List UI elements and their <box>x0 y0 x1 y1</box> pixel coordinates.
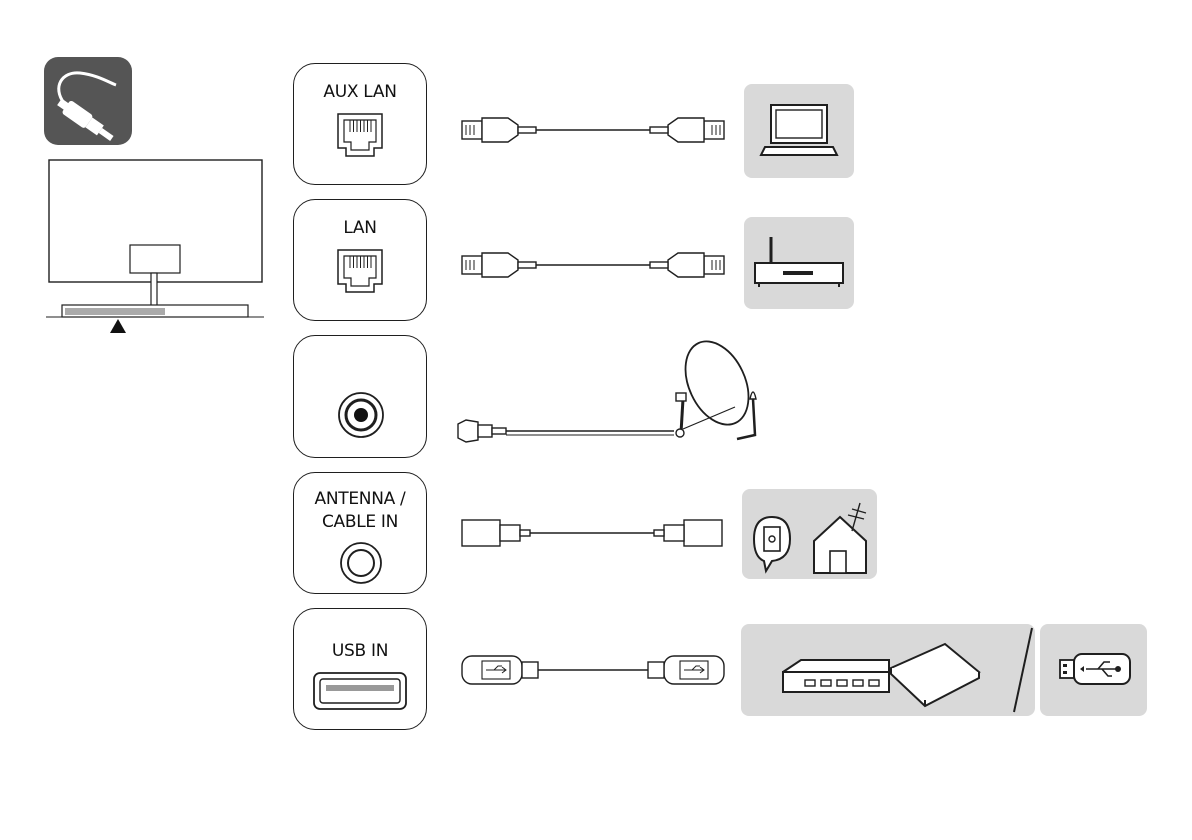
tv-rear-illustration <box>46 157 266 337</box>
usb-flash-drive-icon <box>1058 650 1134 690</box>
satellite-port-box <box>293 335 427 458</box>
usb-cable <box>458 650 728 690</box>
antenna-panel <box>742 489 877 579</box>
external-ssd-icon <box>885 638 985 708</box>
ethernet-port-icon <box>336 248 384 296</box>
port-location-marker <box>110 319 126 333</box>
satellite-f-connector-port-icon <box>336 390 386 440</box>
cable-connection-icon <box>44 57 132 145</box>
aux-lan-port-box: AUX LAN <box>293 63 427 185</box>
or-separator-slash <box>1008 626 1038 716</box>
antenna-label-line1: ANTENNA / <box>294 487 426 511</box>
ethernet-port-icon <box>336 112 384 160</box>
usb-label: USB IN <box>294 639 426 663</box>
satellite-dish-icon <box>655 343 775 453</box>
ethernet-cable-1 <box>458 111 728 151</box>
laptop-panel <box>744 84 854 178</box>
storage-panel <box>741 624 1035 716</box>
wall-antenna-house-icon <box>748 495 872 575</box>
router-icon <box>751 233 847 293</box>
hdd-icon <box>781 656 891 696</box>
usb-port-box: USB IN <box>293 608 427 730</box>
lan-label: LAN <box>294 216 426 240</box>
ethernet-cable-2 <box>458 246 728 286</box>
aux-lan-label: AUX LAN <box>294 80 426 104</box>
antenna-coax-cable <box>458 514 728 554</box>
laptop-icon <box>759 101 839 161</box>
antenna-label-line2: CABLE IN <box>294 510 426 534</box>
coax-port-icon <box>339 541 383 585</box>
router-panel <box>744 217 854 309</box>
lan-port-box: LAN <box>293 199 427 321</box>
usb-flash-panel <box>1040 624 1147 716</box>
usb-port-icon <box>312 671 408 711</box>
antenna-port-box: ANTENNA / CABLE IN <box>293 472 427 594</box>
